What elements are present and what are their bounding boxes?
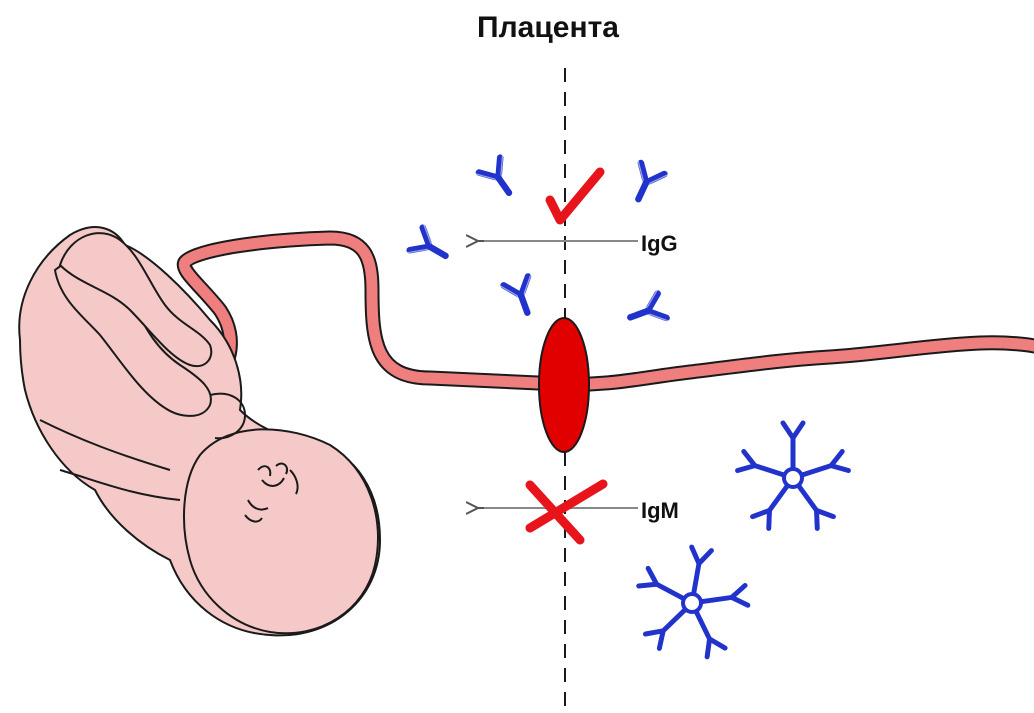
igm-label: IgM xyxy=(641,498,679,523)
igg-antibody-icon xyxy=(499,274,543,319)
igg-antibody-icon xyxy=(407,224,454,271)
igg-antibody-icon xyxy=(625,289,670,333)
igm-pentamer-icon xyxy=(737,423,850,530)
title-placenta: Плацента xyxy=(477,11,619,44)
igm-pentamer-icon xyxy=(637,547,748,659)
checkmark-icon xyxy=(550,172,600,220)
igg-label: IgG xyxy=(641,231,678,256)
igg-antibody-icon xyxy=(475,154,523,202)
umbilical-cord xyxy=(184,238,1034,395)
igg-antibody-icon xyxy=(623,160,668,206)
igg-antibody-group xyxy=(407,154,669,333)
cross-icon xyxy=(530,484,603,540)
placenta-barrier xyxy=(539,318,589,452)
